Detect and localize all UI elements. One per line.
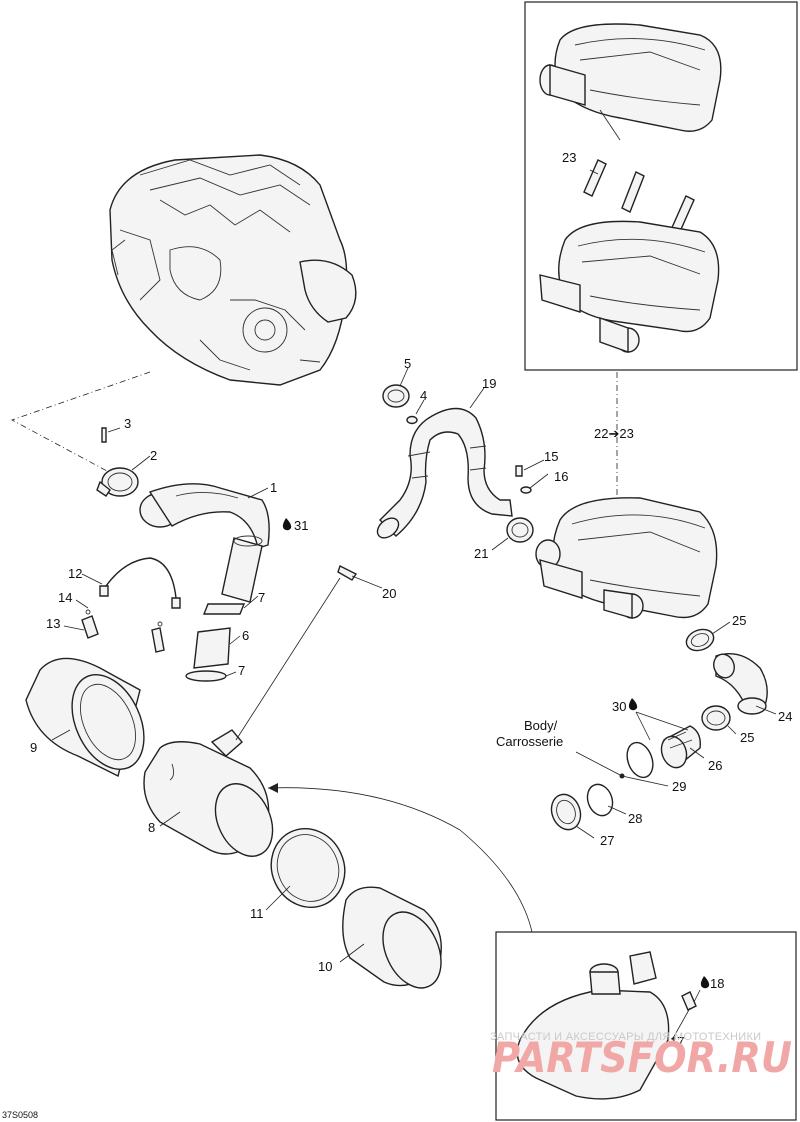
leader-lines	[51, 169, 777, 1041]
tube-parts-23	[583, 159, 695, 237]
callout-25-lower: 25	[740, 730, 754, 745]
callout-12: 12	[68, 566, 82, 581]
callout-5: 5	[404, 356, 411, 371]
callout-31: 31	[294, 518, 308, 533]
inset-muffler-top	[524, 1, 798, 371]
oil-drop-icon	[628, 698, 638, 711]
callout-13: 13	[46, 616, 60, 631]
washer-part-16	[520, 486, 532, 494]
pin-part-3	[101, 427, 107, 443]
engine-drawing	[109, 154, 357, 386]
callout-16: 16	[554, 469, 568, 484]
callout-28: 28	[628, 811, 642, 826]
sleeve-part-6	[193, 627, 231, 669]
callout-26: 26	[708, 758, 722, 773]
callout-3: 3	[124, 416, 131, 431]
callout-14: 14	[58, 590, 72, 605]
callout-8: 8	[148, 820, 155, 835]
clamp-part-25-upper	[685, 628, 715, 652]
upper-muffler-drawing	[539, 23, 722, 141]
callout-9: 9	[30, 740, 37, 755]
oil-drop-icon	[282, 518, 292, 531]
heat-shield-part-9	[25, 657, 145, 778]
callout-17: 17	[670, 1034, 684, 1049]
elbow-tube-part-24	[713, 653, 768, 715]
callout-2: 2	[150, 448, 157, 463]
clips-part-13-14	[81, 609, 165, 653]
elbow-pipe-part-1	[139, 483, 270, 603]
inset-muffler-bottom	[495, 931, 797, 1121]
bolt-part-15	[515, 465, 523, 477]
clamp-part-5	[382, 384, 410, 408]
callout-27: 27	[600, 833, 614, 848]
arrow-icon	[268, 783, 278, 793]
lower-muffler-drawing	[539, 220, 720, 353]
leader-20-to-8	[235, 577, 341, 741]
callout-23: 23	[562, 150, 576, 165]
watermark-brand: PARTSFOR.RU	[492, 1033, 792, 1082]
callout-20: 20	[382, 586, 396, 601]
ring-part-28	[586, 783, 614, 817]
callout-7-lower: 7	[238, 663, 245, 678]
callout-24: 24	[778, 709, 792, 724]
muffler-part-8	[143, 729, 274, 857]
curved-arrow-inset-to-muffler	[267, 787, 533, 933]
callout-29: 29	[672, 779, 686, 794]
callouts: 1 2 3 4 5 6 7 7 8 9 10 11 12 13 14 15 16…	[30, 150, 792, 1049]
callout-21: 21	[474, 546, 488, 561]
callout-22-23: 22➔23	[594, 426, 634, 441]
callout-4: 4	[420, 388, 427, 403]
oring-part-29	[626, 741, 654, 779]
dash-leader-engine	[11, 371, 151, 479]
flex-tube-part-19	[376, 407, 513, 539]
callout-30: 30	[612, 699, 626, 714]
callout-11: 11	[250, 906, 264, 921]
cable-part-12	[99, 557, 181, 609]
clamp-part-2	[96, 467, 139, 497]
clamp-part-21	[506, 517, 534, 543]
oil-drop-icon	[700, 976, 710, 989]
nut-part-4	[406, 415, 418, 425]
body-label-line1: Body/	[524, 718, 558, 733]
callout-10: 10	[318, 959, 332, 974]
clamp-part-20	[337, 565, 358, 581]
gasket-part-7-upper	[202, 603, 246, 615]
callout-6: 6	[242, 628, 249, 643]
callout-1: 1	[270, 480, 277, 495]
watermark-caption: ЗАПЧАСТИ И АКСЕССУАРЫ ДЛЯ МОТОТЕХНИКИ	[490, 1031, 761, 1043]
callout-7-upper: 7	[258, 590, 265, 605]
callout-25-upper: 25	[732, 613, 746, 628]
clamp-part-25-lower	[701, 705, 731, 731]
drawing-id: 37S0508	[2, 1110, 38, 1120]
callout-19: 19	[482, 376, 496, 391]
muffler-assembly-22	[535, 497, 718, 619]
callout-18: 18	[710, 976, 724, 991]
body-label-line2: Carrosserie	[496, 734, 563, 749]
fitting-part-26	[660, 725, 701, 769]
cylinder-part-10	[342, 886, 442, 989]
ring-part-11	[270, 827, 346, 909]
gasket-part-7-lower	[185, 670, 227, 682]
nut-part-27	[550, 793, 582, 831]
callout-15: 15	[544, 449, 558, 464]
